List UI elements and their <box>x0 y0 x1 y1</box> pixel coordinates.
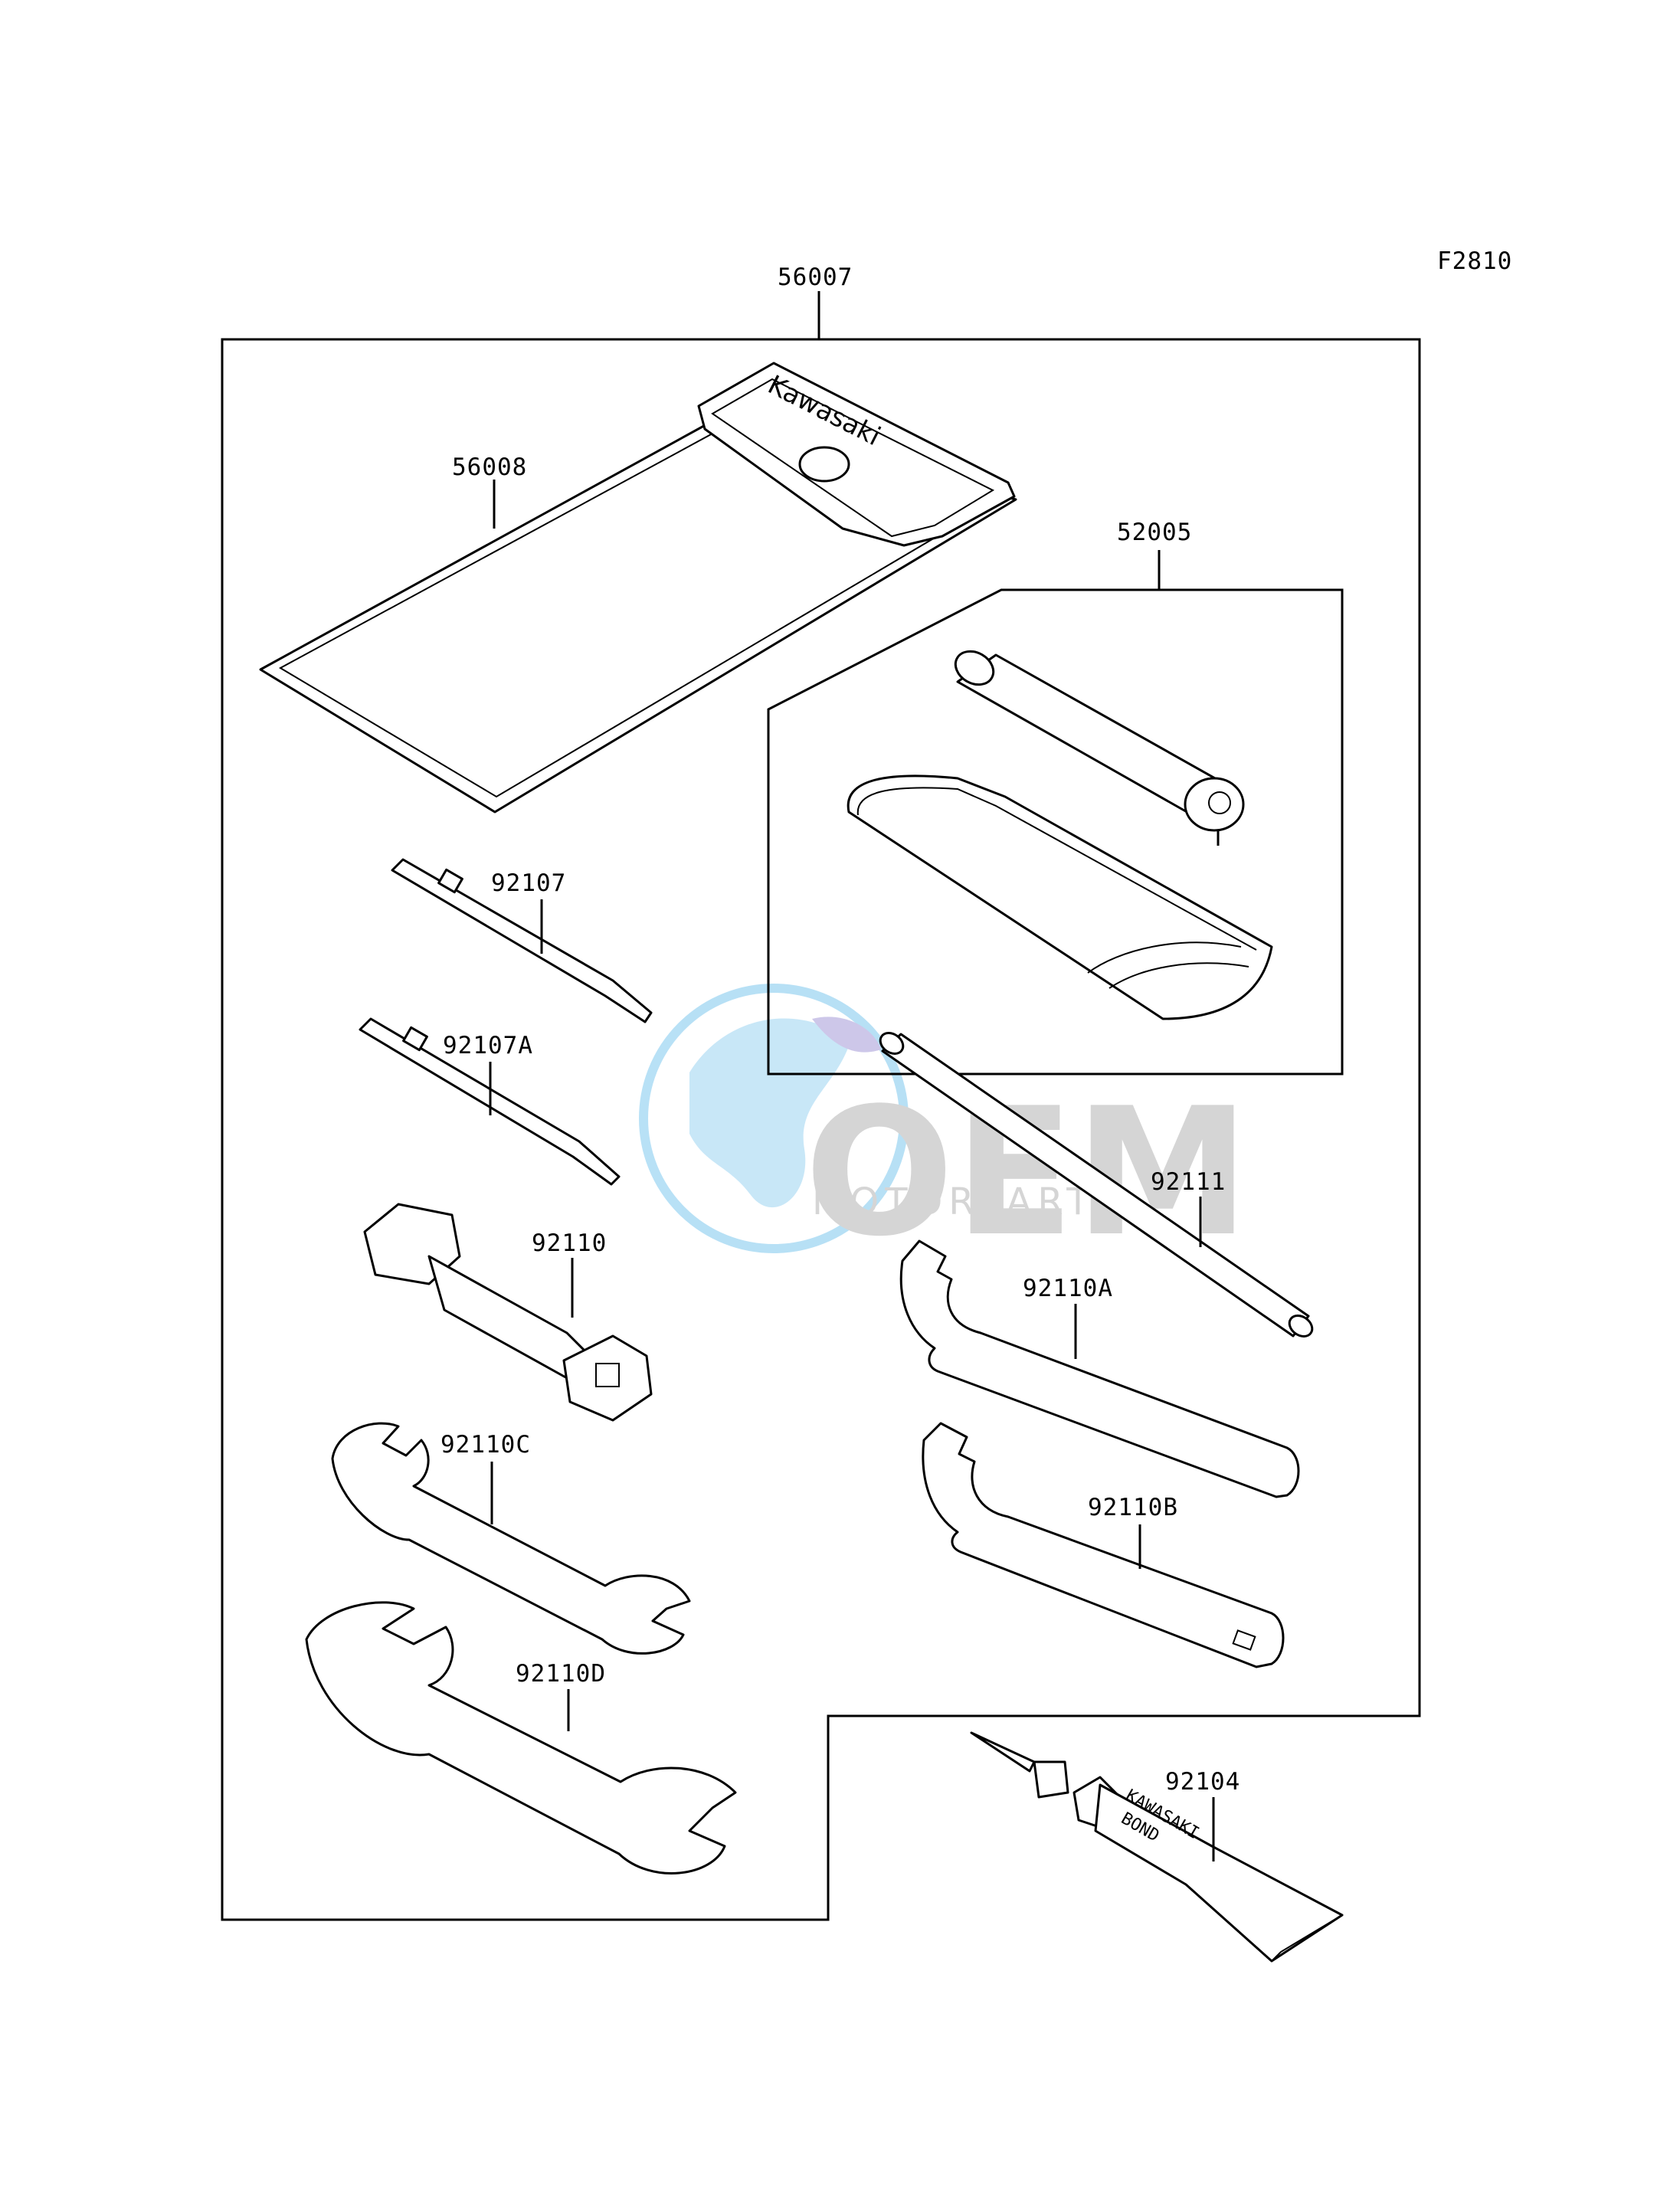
open-wrench-d: 92110D <box>305 1601 737 1874</box>
socket-wrench: 92110 <box>363 1203 653 1422</box>
tire-repair-kit: 52005 <box>767 519 1344 1076</box>
label-92110D: 92110D <box>516 1660 606 1688</box>
tommy-bar: 92111 <box>879 1032 1314 1338</box>
hook-wrench-a: 92110A <box>899 1239 1300 1498</box>
driver-bit: 92107 <box>391 858 653 1023</box>
label-92110B: 92110B <box>1088 1494 1178 1521</box>
label-56008: 56008 <box>452 453 527 481</box>
label-56007: 56007 <box>778 264 853 291</box>
figure-id: F2810 <box>1437 247 1512 275</box>
watermark-subtitle: MOTORPARTS <box>812 1180 1125 1223</box>
hook-wrench-b: 92110B <box>922 1422 1285 1668</box>
label-92110C: 92110C <box>440 1431 531 1459</box>
label-92104: 92104 <box>1165 1768 1240 1796</box>
kit-outline: 56007 <box>221 264 1421 1921</box>
label-92110A: 92110A <box>1023 1275 1113 1302</box>
open-wrench-c: 92110C <box>331 1422 691 1655</box>
label-92107A: 92107A <box>443 1032 533 1059</box>
tool-pouch: Kawasaki 56008 <box>259 362 1017 814</box>
label-92110: 92110 <box>532 1229 607 1257</box>
label-92107: 92107 <box>491 869 566 897</box>
label-52005: 52005 <box>1117 519 1192 546</box>
label-92111: 92111 <box>1151 1168 1226 1196</box>
driver-bit-a: 92107A <box>359 1017 621 1186</box>
bond-tube: KAWASAKI BOND 92104 <box>970 1731 1344 1963</box>
